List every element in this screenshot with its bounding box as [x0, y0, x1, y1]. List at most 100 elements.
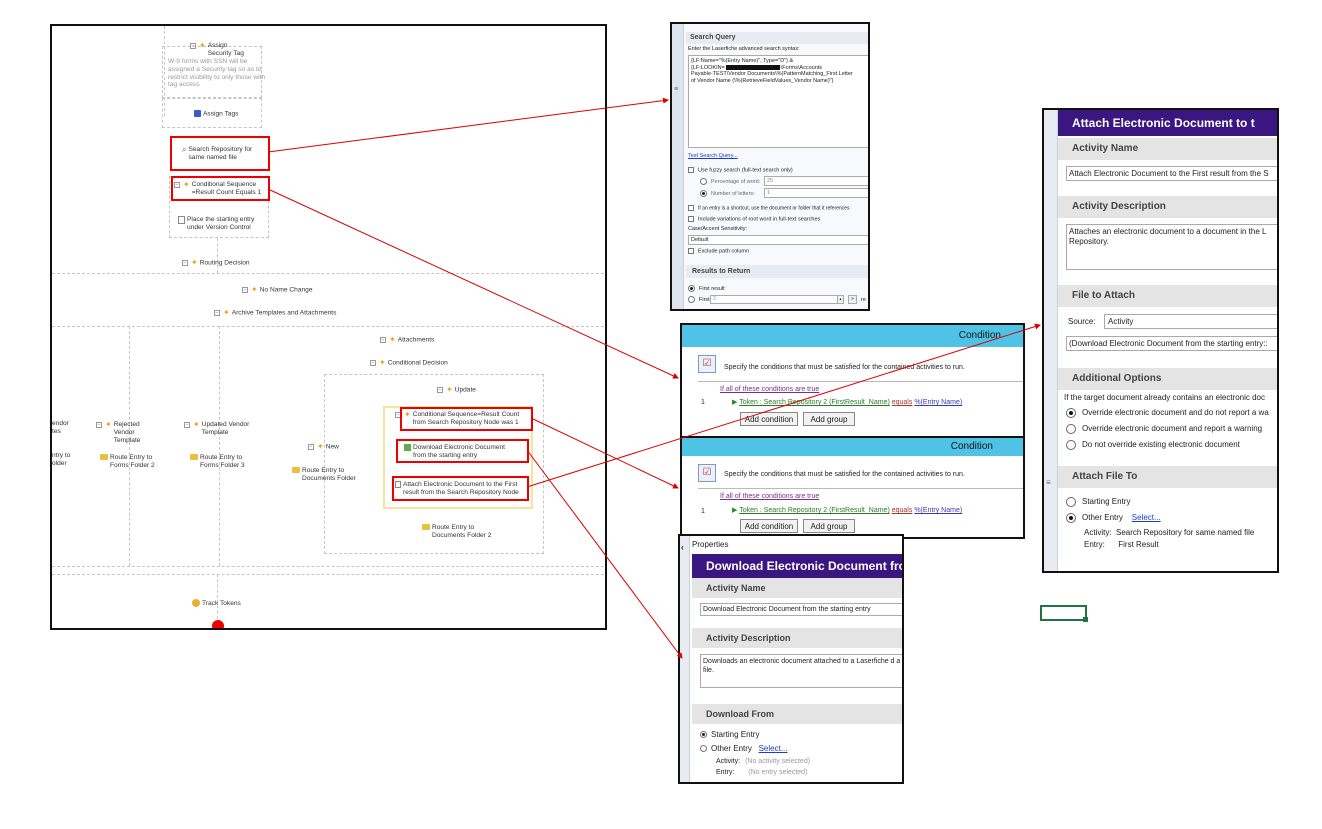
- route-docs2-node[interactable]: Route Entry to Documents Folder 2: [422, 524, 496, 540]
- routing-decision-node[interactable]: −✦Routing Decision: [182, 258, 250, 267]
- variations-option[interactable]: Include variations of root word in full-…: [688, 216, 820, 222]
- starting-entry-radio[interactable]: [1066, 497, 1076, 507]
- test-search-query-link[interactable]: Test Search Query...: [688, 153, 738, 159]
- track-tokens-node[interactable]: Track Tokens: [192, 599, 241, 608]
- chevron-right-icon[interactable]: »: [848, 295, 857, 304]
- activity-name-input[interactable]: Attach Electronic Document to the First …: [1066, 166, 1277, 181]
- override-no-warning-radio[interactable]: [1066, 408, 1076, 418]
- other-entry-option[interactable]: Other Entry Select...: [700, 744, 787, 753]
- no-name-change-node[interactable]: −✦No Name Change: [242, 285, 313, 294]
- exclude-path-checkbox[interactable]: [688, 248, 694, 254]
- percentage-input[interactable]: 25: [764, 176, 868, 186]
- add-group-button[interactable]: Add group: [803, 412, 855, 426]
- first-result-radio[interactable]: [688, 285, 695, 292]
- collapse-left-icon[interactable]: ‹: [681, 543, 684, 552]
- override-warning-option[interactable]: Override electronic document and report …: [1066, 424, 1262, 434]
- assign-security-tag-node[interactable]: −✦Assign Security Tag: [190, 41, 244, 57]
- conditional-sequence-node[interactable]: −✦Conditional Sequence =Result Count Equ…: [174, 180, 262, 196]
- operator-link[interactable]: equals: [891, 399, 913, 406]
- token-link[interactable]: Token : Search Repository 2 (FirstResult…: [739, 507, 890, 514]
- add-group-button[interactable]: Add group: [803, 519, 855, 533]
- conditional-decision-node[interactable]: −✦Conditional Decision: [370, 358, 448, 367]
- collapse-icon[interactable]: −: [182, 259, 188, 266]
- route-forms2-node[interactable]: Route Entry to Forms Folder 2: [100, 454, 162, 470]
- assign-tags-node[interactable]: Assign Tags: [194, 110, 238, 118]
- activity-name-input[interactable]: Download Electronic Document from the st…: [700, 603, 902, 616]
- activity-description-textarea[interactable]: Downloads an electronic document attache…: [700, 654, 902, 688]
- attachments-node[interactable]: −✦Attachments: [380, 335, 435, 344]
- add-condition-button[interactable]: Add condition: [740, 519, 798, 533]
- percentage-word-option[interactable]: Percentage of word:: [700, 178, 760, 185]
- collapse-icon[interactable]: −: [214, 309, 220, 316]
- condition-row[interactable]: ▶ Token : Search Repository 2 (FirstResu…: [732, 398, 962, 406]
- sensitivity-select[interactable]: Default: [688, 235, 868, 245]
- collapse-icon[interactable]: −: [437, 386, 443, 393]
- collapse-icon[interactable]: −: [184, 421, 190, 428]
- route-forms3-node[interactable]: Route Entry to Forms Folder 3: [190, 454, 252, 470]
- panel-splitter[interactable]: [680, 536, 690, 782]
- search-repository-node[interactable]: ⌕Search Repository for same named file: [182, 145, 253, 161]
- other-entry-option[interactable]: Other Entry Select...: [1066, 513, 1161, 523]
- collapse-icon[interactable]: −: [174, 181, 180, 188]
- condition-row[interactable]: ▶ Token : Search Repository 2 (FirstResu…: [732, 506, 962, 514]
- number-letters-radio[interactable]: [700, 190, 707, 197]
- archive-templates-node[interactable]: −✦Archive Templates and Attachments: [214, 308, 337, 317]
- spinner-icon[interactable]: ▴: [837, 295, 844, 304]
- override-no-warning-option[interactable]: Override electronic document and do not …: [1066, 408, 1269, 418]
- starting-entry-option[interactable]: Starting Entry: [1066, 497, 1130, 507]
- percentage-radio[interactable]: [700, 178, 707, 185]
- collapse-icon[interactable]: −: [96, 421, 102, 428]
- search-syntax-textarea[interactable]: {LF:Name="%(Entry Name)", Type="D"} & {L…: [688, 55, 868, 148]
- rejected-vendor-node[interactable]: −✦Rejected Vendor Template: [96, 420, 141, 444]
- collapse-icon[interactable]: −: [380, 336, 386, 343]
- number-letters-option[interactable]: Number of letters:: [700, 190, 755, 197]
- source-select[interactable]: Activity: [1104, 314, 1277, 329]
- collapse-icon[interactable]: −: [370, 359, 376, 366]
- select-link[interactable]: Select...: [1131, 513, 1161, 523]
- fuzzy-checkbox[interactable]: [688, 167, 694, 173]
- new-node[interactable]: −✦New: [308, 442, 339, 451]
- activity-row: Activity: Search Repository for same nam…: [1084, 528, 1255, 537]
- source-detail-field[interactable]: (Download Electronic Document from the s…: [1066, 336, 1277, 351]
- condition-group-link[interactable]: If all of these conditions are true: [720, 493, 820, 500]
- activity-description-textarea[interactable]: Attaches an electronic document to a doc…: [1066, 224, 1277, 270]
- collapse-icon[interactable]: −: [190, 42, 196, 49]
- no-override-option[interactable]: Do not override existing electronic docu…: [1066, 440, 1240, 450]
- cell-selection-box[interactable]: [1040, 605, 1087, 621]
- exclude-path-option[interactable]: Exclude path column: [688, 248, 749, 254]
- number-letters-input[interactable]: 1: [764, 188, 868, 198]
- starting-entry-radio[interactable]: [700, 731, 707, 739]
- variations-checkbox[interactable]: [688, 216, 694, 222]
- fuzzy-search-option[interactable]: Use fuzzy search (full-text search only): [688, 167, 793, 173]
- play-arrow-icon: ▶: [732, 507, 738, 514]
- first-result-option[interactable]: First result: [688, 285, 725, 292]
- shortcut-option[interactable]: If an entry is a shortcut, use the docum…: [688, 205, 849, 211]
- first-n-option[interactable]: First: [688, 296, 710, 303]
- token-link[interactable]: Token : Search Repository 2 (FirstResult…: [739, 399, 890, 406]
- collapse-icon[interactable]: −: [242, 286, 248, 293]
- value-link[interactable]: %(Entry Name): [914, 399, 963, 406]
- version-control-node[interactable]: Place the starting entry under Version C…: [178, 216, 263, 232]
- value-link[interactable]: %(Entry Name): [914, 507, 963, 514]
- updated-vendor-node[interactable]: −✦Updated Vendor Template: [184, 420, 250, 436]
- starting-entry-option[interactable]: Starting Entry: [700, 730, 759, 739]
- first-n-radio[interactable]: [688, 296, 695, 303]
- shortcut-checkbox[interactable]: [688, 205, 694, 211]
- fill-handle-icon[interactable]: [1083, 617, 1088, 622]
- other-entry-radio[interactable]: [700, 745, 707, 753]
- update-node[interactable]: −✦Update: [437, 385, 476, 394]
- download-document-node[interactable]: Download Electronic Document from the st…: [404, 444, 513, 460]
- override-warning-radio[interactable]: [1066, 424, 1076, 434]
- attach-document-node[interactable]: Attach Electronic Document to the First …: [395, 481, 527, 497]
- operator-link[interactable]: equals: [891, 507, 913, 514]
- panel-splitter[interactable]: [672, 24, 684, 309]
- route-docs-node[interactable]: Route Entry to Documents Folder: [292, 467, 362, 483]
- select-link[interactable]: Select...: [758, 744, 788, 753]
- condition-group-link[interactable]: If all of these conditions are true: [720, 386, 820, 393]
- search-query-header: Search Query: [686, 32, 868, 44]
- no-override-radio[interactable]: [1066, 440, 1076, 450]
- collapse-icon[interactable]: −: [308, 443, 314, 450]
- condition-row-number: 1: [701, 508, 705, 515]
- other-entry-radio[interactable]: [1066, 513, 1076, 523]
- panel-splitter[interactable]: [1044, 110, 1058, 571]
